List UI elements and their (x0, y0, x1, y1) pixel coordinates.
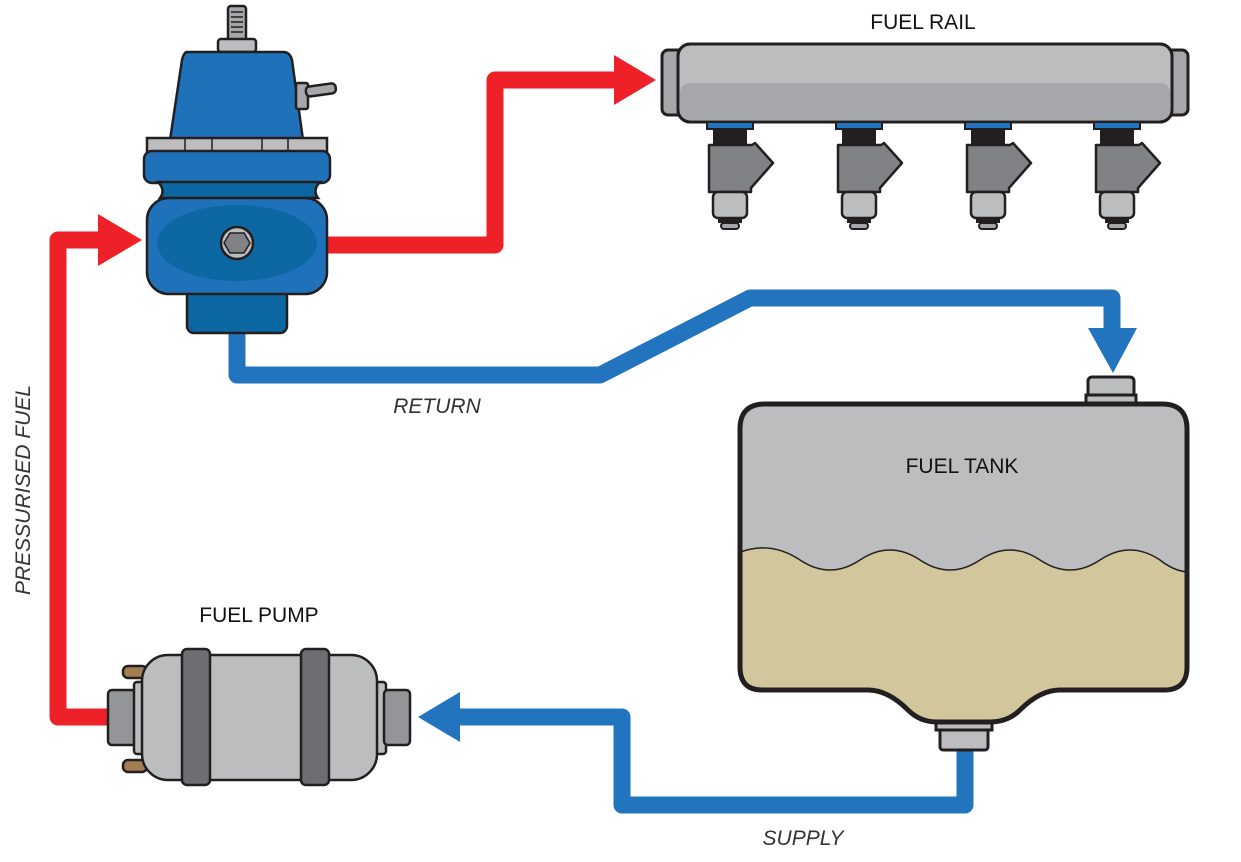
fuel-pump-label: FUEL PUMP (199, 604, 318, 627)
supply-line (455, 708, 974, 814)
arrow-to-fuel-rail (614, 55, 656, 105)
supply-label: SUPPLY (763, 827, 846, 850)
fuel-rail (660, 42, 1190, 124)
fuel-injector (706, 121, 775, 230)
fuel-injector (964, 121, 1033, 230)
fuel-rail-label: FUEL RAIL (870, 11, 975, 34)
fuel-tank (737, 375, 1190, 752)
fuel-tank-label: FUEL TANK (906, 455, 1019, 478)
fuel-injector (835, 121, 904, 230)
arrow-to-regulator (98, 214, 142, 266)
return-line (228, 289, 1121, 384)
fuel-injectors (706, 121, 1162, 230)
pressurised-fuel-label: PRESSURISED FUEL (12, 385, 35, 595)
return-label: RETURN (393, 395, 481, 418)
fuel-pump (106, 647, 412, 787)
pressurised-fuel-line (49, 71, 618, 726)
fuel-injector (1093, 121, 1162, 230)
arrow-to-tank (1088, 328, 1137, 373)
fuel-pressure-regulator (142, 4, 338, 335)
arrow-to-pump (418, 692, 460, 742)
